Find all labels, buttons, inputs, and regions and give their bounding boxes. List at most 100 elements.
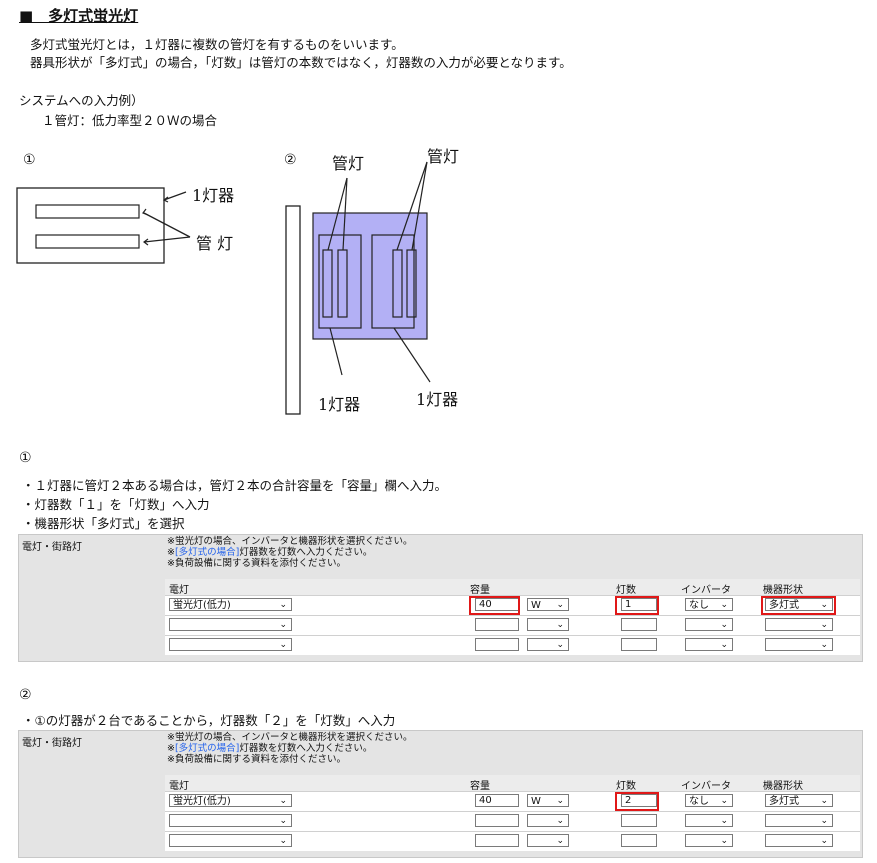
section1-bullet-2: ・灯器数「１」を「灯数」へ入力	[22, 497, 210, 512]
shape-select[interactable]: ⌄	[765, 638, 833, 651]
section1-number: ①	[19, 450, 32, 466]
col-shape: 機器形状	[763, 781, 803, 792]
unit-select[interactable]: ⌄	[527, 814, 569, 827]
note-multi-lamp: ※[多灯式の場合]灯器数を灯数へ入力ください。	[167, 743, 373, 754]
count-input[interactable]	[621, 618, 657, 631]
inverter-select[interactable]: ⌄	[685, 814, 733, 827]
capacity-input[interactable]	[475, 638, 519, 651]
table-row: ⌄ ⌄ ⌄ ⌄	[165, 615, 860, 635]
multi-lamp-link[interactable]: [多灯式の場合]	[174, 743, 240, 754]
fixture-left	[318, 234, 362, 329]
example-heading: システムへの入力例）	[19, 93, 144, 108]
description-line-2: 器具形状が「多灯式」の場合，「灯数」は管灯の本数ではなく，灯器数の入力が必要とな…	[30, 55, 572, 70]
capacity-input[interactable]	[475, 834, 519, 847]
unit-select[interactable]: ⌄	[527, 618, 569, 631]
note-attachment: ※負荷設備に関する資料を添付ください。	[167, 754, 346, 765]
figure2-tube-label-right: 管灯	[427, 147, 460, 166]
unit-select[interactable]: ⌄	[527, 834, 569, 847]
col-lamp: 電灯	[169, 781, 189, 792]
lighting-form-1: 電灯・街路灯 ※蛍光灯の場合、インバータと機器形状を選択ください。 ※[多灯式の…	[18, 534, 863, 662]
col-count: 灯数	[616, 585, 636, 596]
table-header: 電灯 容量 灯数 インバータ 機器形状	[165, 579, 860, 596]
unit-select[interactable]: W⌄	[527, 598, 569, 611]
table-row: ⌄ ⌄ ⌄ ⌄	[165, 811, 860, 831]
lamp-select[interactable]: ⌄	[169, 834, 292, 847]
figure1-diagram	[16, 187, 191, 264]
chevron-down-icon: ⌄	[820, 600, 828, 610]
chevron-down-icon: ⌄	[820, 836, 828, 846]
figure2-tube-label-left: 管灯	[332, 154, 365, 173]
note-inverter: ※蛍光灯の場合、インバータと機器形状を選択ください。	[167, 732, 413, 743]
table-row: 蛍光灯(低力)⌄ 40 W⌄ 2 なし⌄ 多灯式⌄	[165, 791, 860, 811]
col-lamp: 電灯	[169, 585, 189, 596]
chevron-down-icon: ⌄	[279, 640, 287, 650]
section2-number: ②	[19, 687, 32, 703]
pole	[285, 205, 301, 415]
col-inverter: インバータ	[681, 585, 731, 596]
fixture-outline	[16, 187, 165, 264]
capacity-input[interactable]: 40	[475, 794, 519, 807]
chevron-down-icon: ⌄	[820, 816, 828, 826]
chevron-down-icon: ⌄	[720, 816, 728, 826]
chevron-down-icon: ⌄	[556, 796, 564, 806]
fixture-arrow	[163, 191, 187, 201]
figure2-fixture-label-right: 1灯器	[416, 390, 459, 409]
description-line-1: 多灯式蛍光灯とは，１灯器に複数の管灯を有するものをいいます。	[30, 37, 404, 52]
lamp-select[interactable]: 蛍光灯(低力)⌄	[169, 794, 292, 807]
chevron-down-icon: ⌄	[556, 640, 564, 650]
chevron-down-icon: ⌄	[556, 600, 564, 610]
capacity-highlight	[469, 596, 520, 615]
note-attachment: ※負荷設備に関する資料を添付ください。	[167, 558, 346, 569]
shape-select[interactable]: 多灯式⌄	[765, 794, 833, 807]
count-input[interactable]	[621, 638, 657, 651]
table-row: 蛍光灯(低力)⌄ 40 W⌄ 1 なし⌄ 多灯式⌄	[165, 595, 860, 615]
capacity-input[interactable]	[475, 618, 519, 631]
shape-select[interactable]: ⌄	[765, 834, 833, 847]
inverter-select[interactable]: ⌄	[685, 638, 733, 651]
tube-arrow-1	[143, 212, 191, 238]
inverter-select[interactable]: なし⌄	[685, 598, 733, 611]
lamp-table: 電灯 容量 灯数 インバータ 機器形状 蛍光灯(低力)⌄ 40 W⌄ 1 なし⌄…	[165, 579, 860, 655]
chevron-down-icon: ⌄	[556, 620, 564, 630]
figure2-number: ②	[284, 152, 297, 168]
lamp-select[interactable]: ⌄	[169, 618, 292, 631]
inverter-select[interactable]: ⌄	[685, 834, 733, 847]
lamp-select[interactable]: 蛍光灯(低力)⌄	[169, 598, 292, 611]
count-input[interactable]: 2	[621, 794, 657, 807]
lighting-form-2: 電灯・街路灯 ※蛍光灯の場合、インバータと機器形状を選択ください。 ※[多灯式の…	[18, 730, 863, 858]
inverter-select[interactable]: ⌄	[685, 618, 733, 631]
chevron-down-icon: ⌄	[720, 836, 728, 846]
chevron-down-icon: ⌄	[556, 816, 564, 826]
chevron-down-icon: ⌄	[279, 816, 287, 826]
chevron-down-icon: ⌄	[720, 620, 728, 630]
chevron-down-icon: ⌄	[720, 796, 728, 806]
unit-select[interactable]: W⌄	[527, 794, 569, 807]
lamp-select[interactable]: ⌄	[169, 638, 292, 651]
capacity-input[interactable]	[475, 814, 519, 827]
figure2-fixture-label-left: 1灯器	[318, 395, 361, 414]
chevron-down-icon: ⌄	[720, 640, 728, 650]
chevron-down-icon: ⌄	[556, 836, 564, 846]
count-highlight	[615, 792, 659, 811]
note-multi-lamp: ※[多灯式の場合]灯器数を灯数へ入力ください。	[167, 547, 373, 558]
multi-lamp-link[interactable]: [多灯式の場合]	[174, 547, 240, 558]
table-header: 電灯 容量 灯数 インバータ 機器形状	[165, 775, 860, 792]
chevron-down-icon: ⌄	[279, 796, 287, 806]
chevron-down-icon: ⌄	[720, 600, 728, 610]
chevron-down-icon: ⌄	[279, 836, 287, 846]
shape-select[interactable]: ⌄	[765, 814, 833, 827]
form-label: 電灯・街路灯	[22, 542, 82, 553]
count-input[interactable]: 1	[621, 598, 657, 611]
count-input[interactable]	[621, 834, 657, 847]
chevron-down-icon: ⌄	[820, 640, 828, 650]
col-count: 灯数	[616, 781, 636, 792]
unit-select[interactable]: ⌄	[527, 638, 569, 651]
section1-bullet-1: ・１灯器に管灯２本ある場合は，管灯２本の合計容量を「容量」欄へ入力。	[22, 478, 448, 493]
lamp-select[interactable]: ⌄	[169, 814, 292, 827]
shape-select[interactable]: 多灯式⌄	[765, 598, 833, 611]
tube-2	[35, 234, 140, 249]
count-input[interactable]	[621, 814, 657, 827]
chevron-down-icon: ⌄	[820, 796, 828, 806]
inverter-select[interactable]: なし⌄	[685, 794, 733, 807]
shape-select[interactable]: ⌄	[765, 618, 833, 631]
